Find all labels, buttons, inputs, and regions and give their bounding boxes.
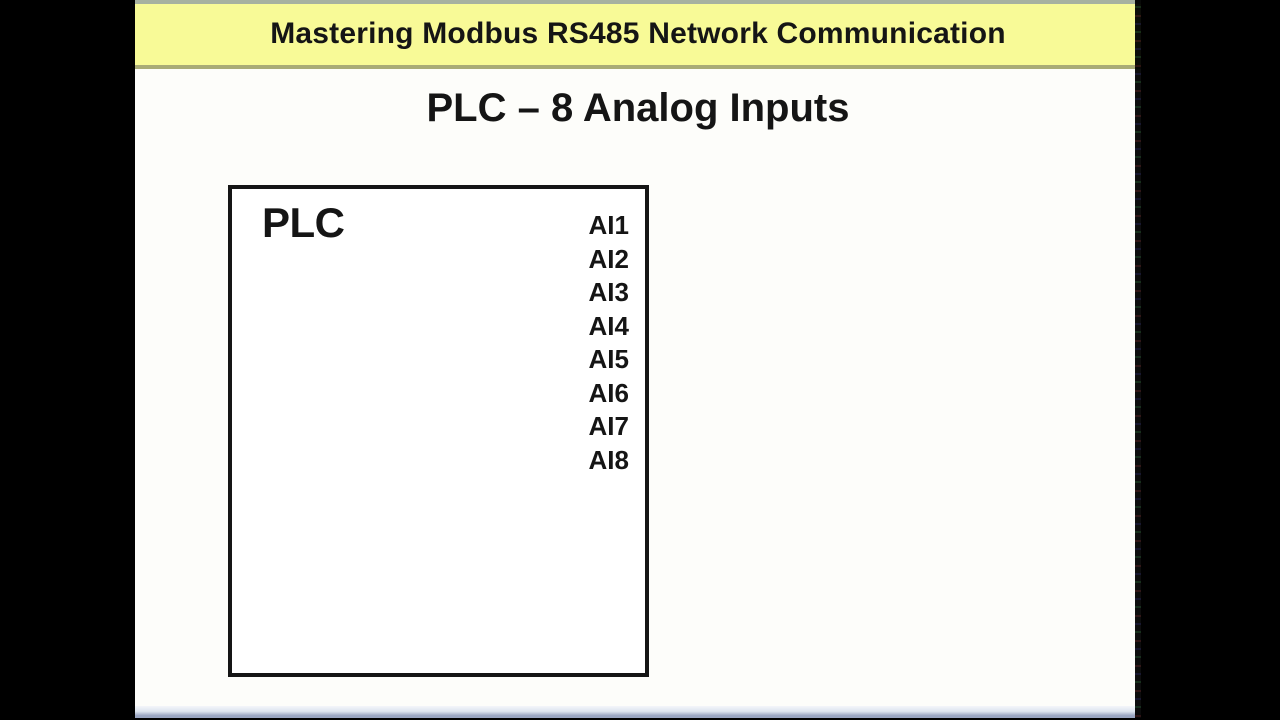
slide-title: PLC – 8 Analog Inputs [426,86,850,130]
analog-input-label: AI5 [588,344,629,374]
plc-box: PLC AI1 AI2 AI3 AI4 AI5 AI6 AI7 AI8 [228,185,649,677]
video-noise-edge [1135,0,1141,718]
course-title: Mastering Modbus RS485 Network Communica… [270,16,1006,50]
analog-input-label: AI3 [588,277,629,307]
analog-input-label: AI7 [588,411,629,441]
analog-input-label: AI6 [588,377,629,408]
analog-input-label: AI2 [588,243,629,274]
title-banner: Mastering Modbus RS485 Network Communica… [135,0,1141,69]
bottom-edge-strip [135,706,1141,718]
plc-label: PLC [262,199,345,246]
analog-input-list: AI1 AI2 AI3 AI4 AI5 AI6 AI7 AI8 [589,209,629,477]
analog-input-label: AI4 [588,310,629,341]
slide-area: Mastering Modbus RS485 Network Communica… [135,0,1141,718]
analog-input-label: AI8 [588,444,629,475]
analog-input-label: AI1 [588,210,629,240]
